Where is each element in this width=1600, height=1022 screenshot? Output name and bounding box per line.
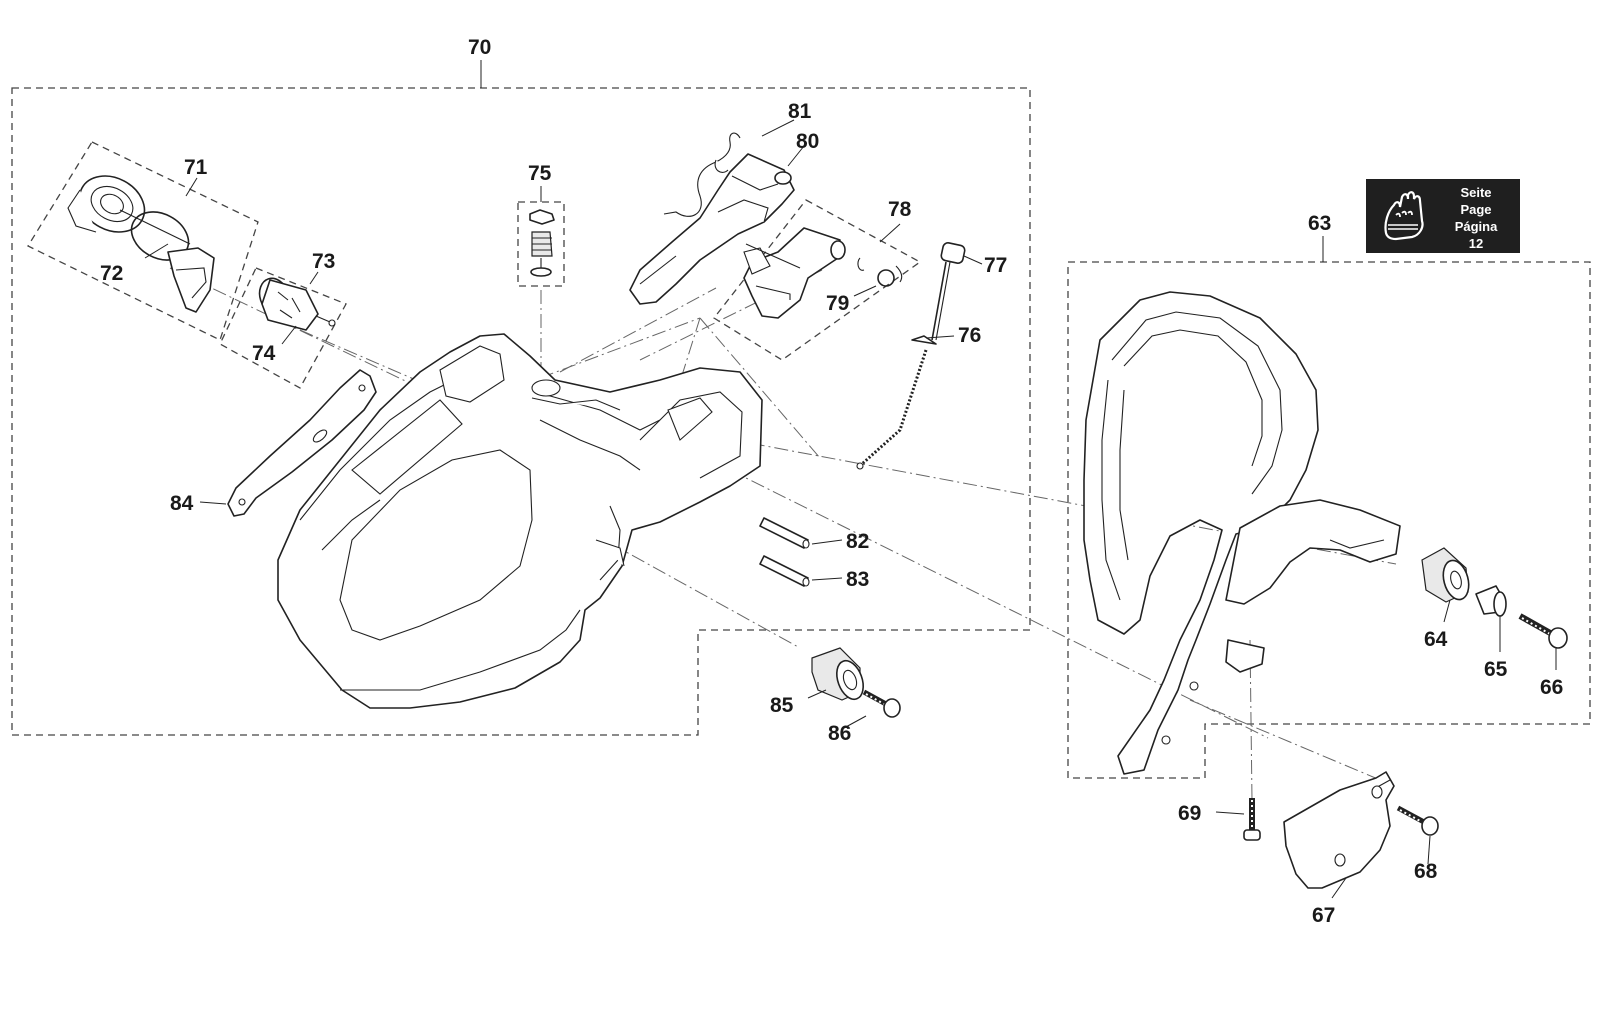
page-reference-box[interactable]: Seite Page Página 12	[1366, 179, 1520, 253]
lockout-spring-part-79	[857, 257, 903, 287]
throttle-cable-part-76	[856, 242, 966, 470]
spring-assembly-part-75	[529, 209, 555, 277]
callout-77: 77	[984, 254, 1007, 277]
rear-handle-housing	[277, 333, 763, 709]
gloved-hand-icon	[1384, 191, 1424, 241]
callout-67: 67	[1312, 904, 1335, 927]
side-plate-part-84	[227, 369, 377, 517]
front-handle-part-63	[1083, 291, 1401, 775]
callout-84: 84	[170, 492, 194, 515]
page-reference-line-1: Seite	[1460, 185, 1492, 200]
screw-part-68	[1396, 805, 1439, 836]
callout-72: 72	[100, 262, 123, 285]
callout-78: 78	[888, 198, 912, 221]
callout-64: 64	[1424, 628, 1448, 651]
callout-82: 82	[846, 530, 869, 553]
callout-63: 63	[1308, 212, 1331, 235]
group-box-63	[1067, 261, 1591, 779]
callout-81: 81	[788, 100, 812, 123]
screw-part-69	[1243, 798, 1261, 841]
callout-73: 73	[312, 250, 335, 273]
callout-leader-lines	[144, 60, 1557, 899]
pin-part-83	[759, 555, 810, 587]
callout-74: 74	[252, 342, 276, 365]
page-reference-text: Seite Page Página 12	[1432, 184, 1520, 252]
washer-part-65	[1475, 585, 1507, 617]
callout-79: 79	[826, 292, 849, 315]
throttle-lockout-part-78	[743, 227, 846, 319]
tank-cap-part-71	[67, 175, 215, 313]
callout-85: 85	[770, 694, 794, 717]
throttle-trigger-part-80	[629, 153, 795, 305]
callout-75: 75	[528, 162, 552, 185]
callout-86: 86	[828, 722, 851, 745]
callout-83: 83	[846, 568, 869, 591]
callout-71: 71	[184, 156, 208, 179]
callout-66: 66	[1540, 676, 1563, 699]
group-box-70	[11, 87, 1031, 736]
screw-part-86	[862, 689, 901, 718]
page-reference-line-3: Página	[1454, 219, 1498, 234]
group-box-75	[517, 201, 565, 287]
throttle-spring-part-81	[663, 132, 741, 217]
callout-labels: 70 71 72 73 74 75 81 80 78 77 79 76 82 8…	[100, 36, 1563, 927]
group-box-73	[219, 267, 347, 389]
page-reference-number: 12	[1468, 236, 1484, 251]
group-box-71	[27, 141, 259, 341]
rubber-buffer-part-85	[811, 647, 864, 701]
fuel-filter-part-73	[258, 277, 336, 331]
rubber-buffer-part-64	[1421, 547, 1470, 603]
callout-65: 65	[1484, 658, 1508, 681]
cover-part-67	[1283, 771, 1395, 889]
group-box-78	[713, 199, 922, 361]
callout-80: 80	[796, 130, 819, 153]
callout-69: 69	[1178, 802, 1201, 825]
callout-70: 70	[468, 36, 491, 59]
callout-68: 68	[1414, 860, 1438, 883]
callout-76: 76	[958, 324, 981, 347]
screw-part-66	[1518, 613, 1568, 649]
pin-part-82	[759, 517, 810, 549]
page-reference-line-2: Page	[1460, 202, 1492, 217]
